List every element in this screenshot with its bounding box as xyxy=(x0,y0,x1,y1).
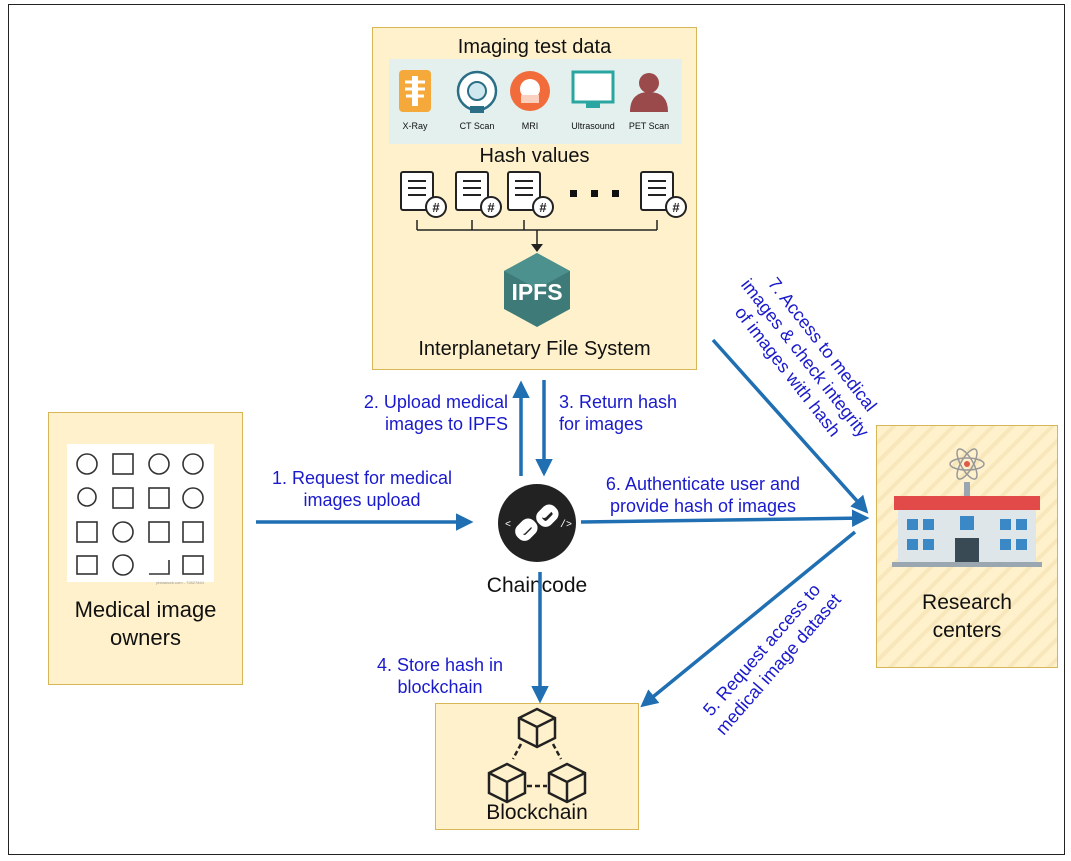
svg-text:<: < xyxy=(505,520,511,531)
hash-doc-icon xyxy=(400,171,447,218)
xray-icon xyxy=(399,70,431,112)
step-4-line2: blockchain xyxy=(397,677,483,697)
ultrasound-icon xyxy=(571,70,615,108)
step-3-line1: 3. Return hash xyxy=(559,392,678,412)
svg-text:/>: /> xyxy=(560,519,572,531)
pet-scan-label: PET Scan xyxy=(628,121,670,131)
blockchain-box xyxy=(435,703,639,830)
hash-values-label: Hash values xyxy=(479,145,590,167)
svg-text:#: # xyxy=(672,200,680,215)
mri-label: MRI xyxy=(521,121,539,131)
research-label-line1: Research xyxy=(922,591,1012,614)
arrow-step-6 xyxy=(580,509,870,527)
arrow-step-5 xyxy=(640,530,857,708)
step-2-line2: images to IPFS xyxy=(384,414,508,434)
ipfs-label: Interplanetary File System xyxy=(418,338,651,360)
hash-connectors xyxy=(416,220,658,245)
step-6-line1: 6. Authenticate user and xyxy=(605,474,801,494)
pet-scan-icon xyxy=(630,73,668,112)
step-4-line1: 4. Store hash in xyxy=(376,655,504,675)
step-2-label: 2. Upload medical images to IPFS xyxy=(330,391,508,435)
mri-icon xyxy=(510,71,550,111)
imaging-test-data-label: Imaging test data xyxy=(457,36,612,58)
hash-doc-icon xyxy=(507,171,554,218)
ipfs-cube-icon xyxy=(504,253,570,327)
chaincode-label: Chaincode xyxy=(486,574,588,597)
atom-icon xyxy=(949,448,985,480)
svg-text:#: # xyxy=(487,200,495,215)
svg-text:#: # xyxy=(539,200,547,215)
hash-doc-icon xyxy=(455,171,502,218)
ct-scan-icon xyxy=(456,70,498,113)
step-6-label: 6. Authenticate user and provide hash of… xyxy=(579,473,827,517)
owners-label-line1: Medical image xyxy=(74,597,217,622)
step-2-line1: 2. Upload medical xyxy=(363,392,508,412)
arrow-step-7 xyxy=(711,338,869,514)
ipfs-logo-text: IPFS xyxy=(511,279,563,305)
ultrasound-label: Ultrasound xyxy=(571,121,615,131)
step-4-label: 4. Store hash in blockchain xyxy=(370,654,510,698)
xray-label: X-Ray xyxy=(402,121,428,131)
owners-label-line2: owners xyxy=(110,625,181,650)
step-1-line2: images upload xyxy=(303,490,421,510)
svg-text:#: # xyxy=(432,200,440,215)
step-6-line2: provide hash of images xyxy=(609,496,797,516)
ct-scan-label: CT Scan xyxy=(459,121,495,131)
hash-doc-icon xyxy=(640,171,687,218)
blockchain-label: Blockchain xyxy=(486,801,588,824)
ellipsis-dots xyxy=(570,190,619,197)
stock-watermark: pixtastock.com - 72827844 xyxy=(156,580,204,585)
step-3-line2: for images xyxy=(559,414,644,434)
step-3-label: 3. Return hash for images xyxy=(559,391,677,435)
step-1-label: 1. Request for medical images upload xyxy=(248,467,476,511)
research-label-line2: centers xyxy=(932,619,1002,642)
medical-icons-grid xyxy=(67,444,214,582)
step-1-line1: 1. Request for medical xyxy=(271,468,453,488)
diagram-frame xyxy=(8,4,1065,855)
